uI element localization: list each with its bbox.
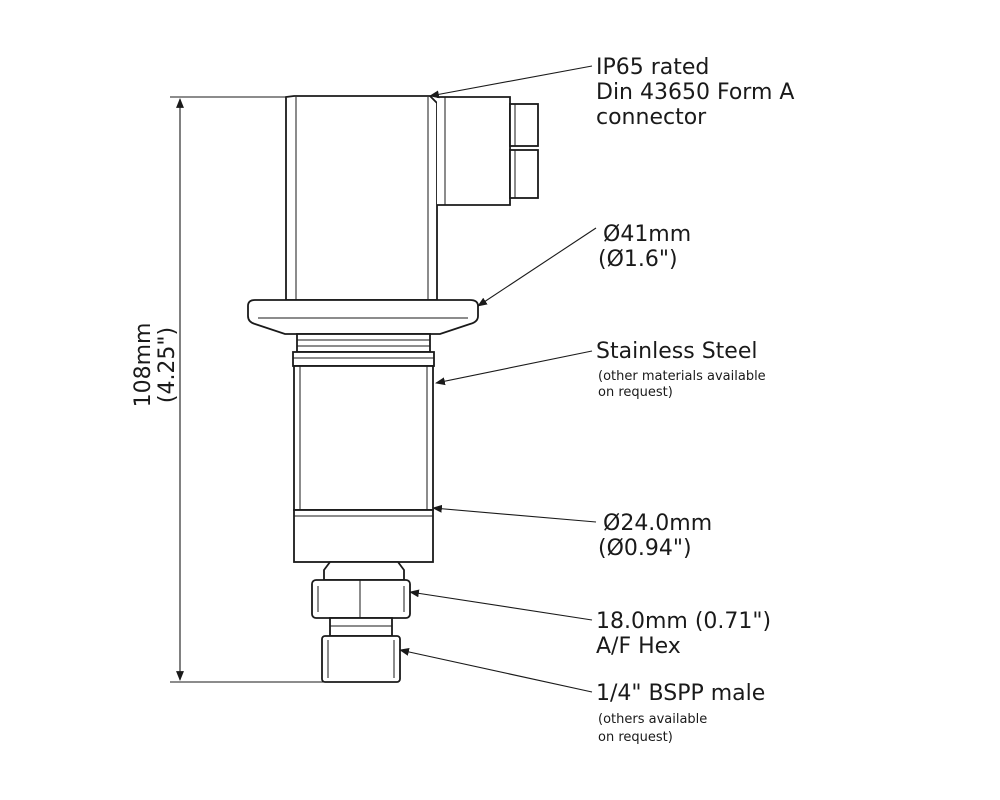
body-diameter-mm: Ø24.0mm	[603, 511, 712, 536]
material-leader	[435, 350, 593, 386]
thread-title: 1/4" BSPP male	[596, 681, 765, 706]
hex-nut	[311, 561, 411, 619]
thread-note1: (others available	[598, 712, 707, 727]
thread-port	[321, 617, 401, 683]
flange	[247, 299, 479, 335]
body-diameter-in: (Ø0.94")	[598, 536, 692, 561]
thread-leader	[399, 648, 593, 693]
height-dimension: 108mm (4.25")	[131, 96, 325, 683]
flange-diameter-in: (Ø1.6")	[598, 247, 678, 272]
callout-hex: 18.0mm (0.71") A/F Hex	[596, 609, 771, 659]
main-body	[293, 365, 434, 563]
hex-type: A/F Hex	[596, 634, 681, 659]
flange-diameter-leader	[477, 227, 597, 307]
callout-connector: IP65 rated Din 43650 Form A connector	[596, 55, 794, 130]
thread-note2: on request)	[598, 730, 673, 745]
leader-lines	[399, 65, 597, 693]
material-note1: (other materials available	[598, 369, 766, 384]
callout-body-diameter: Ø24.0mm (Ø0.94")	[598, 511, 712, 561]
connector-line1: IP65 rated	[596, 55, 709, 80]
connector-line2: Din 43650 Form A	[596, 80, 794, 105]
material-title: Stainless Steel	[596, 339, 757, 364]
connector-leader	[429, 65, 593, 99]
neck	[292, 333, 435, 367]
hex-leader	[409, 589, 593, 621]
height-mm-label: 108mm	[131, 323, 156, 408]
callout-flange-diameter: Ø41mm (Ø1.6")	[598, 222, 691, 272]
connector-line3: connector	[596, 105, 707, 130]
hex-size: 18.0mm (0.71")	[596, 609, 771, 634]
callout-thread: 1/4" BSPP male (others available on requ…	[596, 681, 765, 745]
material-note2: on request)	[598, 385, 673, 400]
height-in-label: (4.25")	[155, 327, 180, 403]
flange-diameter-mm: Ø41mm	[603, 222, 691, 247]
connector-housing	[285, 95, 539, 301]
callout-material: Stainless Steel (other materials availab…	[596, 339, 766, 400]
body-diameter-leader	[432, 504, 597, 523]
